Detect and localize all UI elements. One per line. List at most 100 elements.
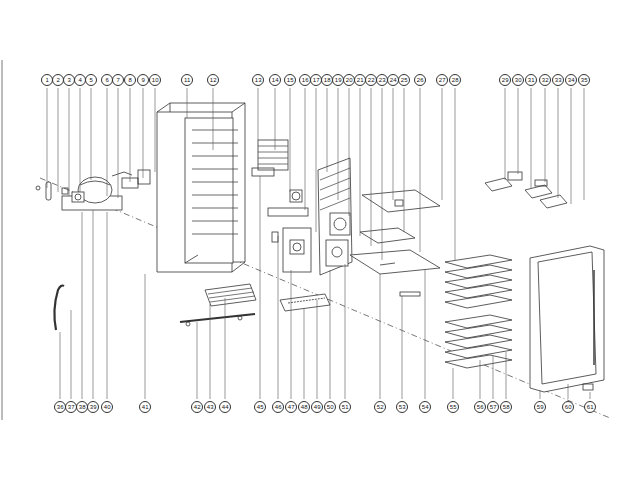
leader-line [371, 88, 372, 246]
leader-line [442, 88, 443, 200]
leader-line [107, 212, 108, 399]
leader-line [540, 390, 541, 399]
callout-number: 34 [565, 74, 577, 86]
leader-line [304, 308, 305, 399]
leader-line [345, 264, 346, 399]
leader-line [568, 384, 569, 399]
leader-line [531, 88, 532, 188]
leader-line [420, 88, 421, 252]
callout-number: 15 [284, 74, 296, 86]
leader-line [305, 88, 306, 210]
callout-number: 33 [552, 74, 564, 86]
callout-number: 35 [578, 74, 590, 86]
leader-line [338, 88, 339, 200]
leader-line [210, 304, 211, 399]
callout-number: 53 [396, 401, 408, 413]
leader-line [382, 88, 383, 260]
leader-line [518, 88, 519, 174]
leader-line [349, 88, 350, 216]
leader-line [455, 88, 456, 260]
leader-line [360, 88, 361, 236]
leader-line [393, 88, 394, 200]
leader-line [155, 88, 156, 172]
callout-number: 11 [181, 74, 193, 86]
leader-line [317, 300, 318, 399]
callout-number: 14 [269, 74, 281, 86]
leader-line [545, 88, 546, 182]
callout-number: 30 [512, 74, 524, 86]
leader-line [80, 88, 81, 192]
callout-number: 50 [324, 401, 336, 413]
callout-number: 41 [139, 401, 151, 413]
callout-number: 26 [414, 74, 426, 86]
leader-line [480, 360, 481, 399]
leader-line [330, 270, 331, 399]
callout-number: 25 [398, 74, 410, 86]
leader-line [290, 88, 291, 192]
leader-line [69, 88, 70, 196]
callout-number: 54 [419, 401, 431, 413]
leader-line [213, 88, 214, 150]
leader-line [453, 368, 454, 399]
callout-number: 48 [298, 401, 310, 413]
callout-number: 10 [149, 74, 161, 86]
callout-number: 51 [339, 401, 351, 413]
leader-line [187, 88, 188, 118]
leader-line [58, 88, 59, 192]
leader-line [130, 88, 131, 182]
leader-line [225, 298, 226, 399]
callout-number: 31 [525, 74, 537, 86]
callout-number: 27 [436, 74, 448, 86]
leader-line [143, 88, 144, 178]
leader-line [584, 88, 585, 200]
callout-number: 55 [447, 401, 459, 413]
callout-number: 8 [124, 74, 136, 86]
callout-number: 29 [499, 74, 511, 86]
leader-line [260, 176, 261, 399]
callout-number: 13 [252, 74, 264, 86]
leader-line [91, 88, 92, 180]
callout-number: 57 [487, 401, 499, 413]
leader-line [425, 270, 426, 399]
leader-line [404, 88, 405, 232]
callout-number: 28 [449, 74, 461, 86]
leader-line [197, 322, 198, 399]
leader-line [71, 310, 72, 399]
leader-line [107, 88, 108, 196]
leader-line [558, 88, 559, 198]
leader-line [118, 88, 119, 198]
callout-number: 46 [272, 401, 284, 413]
callout-number: 45 [254, 401, 266, 413]
callout-number: 5 [85, 74, 97, 86]
leader-line [327, 88, 328, 172]
leader-line [316, 88, 317, 232]
callout-number: 9 [137, 74, 149, 86]
callout-number: 47 [285, 401, 297, 413]
leader-line [505, 88, 506, 180]
leader-line [60, 332, 61, 399]
callout-number: 43 [204, 401, 216, 413]
callout-number: 12 [207, 74, 219, 86]
callout-number: 58 [500, 401, 512, 413]
leader-line [493, 356, 494, 399]
callout-number: 52 [374, 401, 386, 413]
leader-line [93, 210, 94, 399]
leader-line [402, 296, 403, 399]
leader-line [258, 88, 259, 140]
callout-number: 39 [87, 401, 99, 413]
callout-number: 32 [539, 74, 551, 86]
leader-line [571, 88, 572, 204]
callout-number: 40 [101, 401, 113, 413]
leader-line [291, 270, 292, 399]
leader-line [145, 274, 146, 399]
callout-number: 56 [474, 401, 486, 413]
leader-line [275, 88, 276, 150]
leader-line [82, 212, 83, 399]
callout-number: 60 [562, 401, 574, 413]
leader-line [47, 88, 48, 188]
leader-line [380, 274, 381, 399]
leader-line [278, 236, 279, 399]
callout-number: 42 [191, 401, 203, 413]
callout-number: 7 [112, 74, 124, 86]
